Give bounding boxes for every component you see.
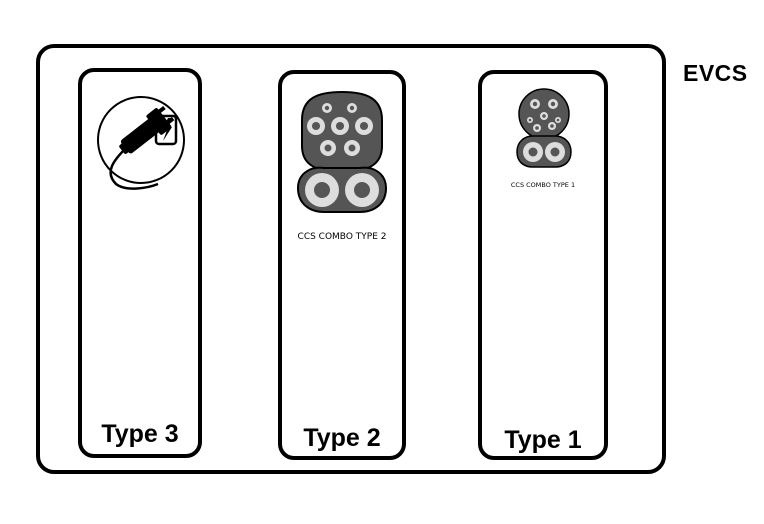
connector-caption: CCS COMBO TYPE 1 — [510, 181, 576, 189]
charging-plug-icon — [97, 96, 185, 190]
card-title: Type 2 — [303, 424, 381, 452]
card-title: Type 3 — [101, 420, 179, 448]
ccs-combo-type-1-connector-icon — [516, 88, 572, 168]
card-title: Type 1 — [504, 426, 582, 454]
evcs-container — [36, 44, 666, 474]
connector-caption: CCS COMBO TYPE 2 — [297, 232, 387, 242]
connector-card-type-1: CCS COMBO TYPE 1 Type 1 — [478, 70, 608, 460]
connector-card-type-3: Type 3 — [78, 68, 202, 458]
ccs-combo-type-2-connector-icon — [296, 90, 388, 213]
evcs-label: EVCS — [683, 60, 748, 86]
connector-card-type-2: CCS COMBO TYPE 2 Type 2 — [278, 70, 406, 460]
